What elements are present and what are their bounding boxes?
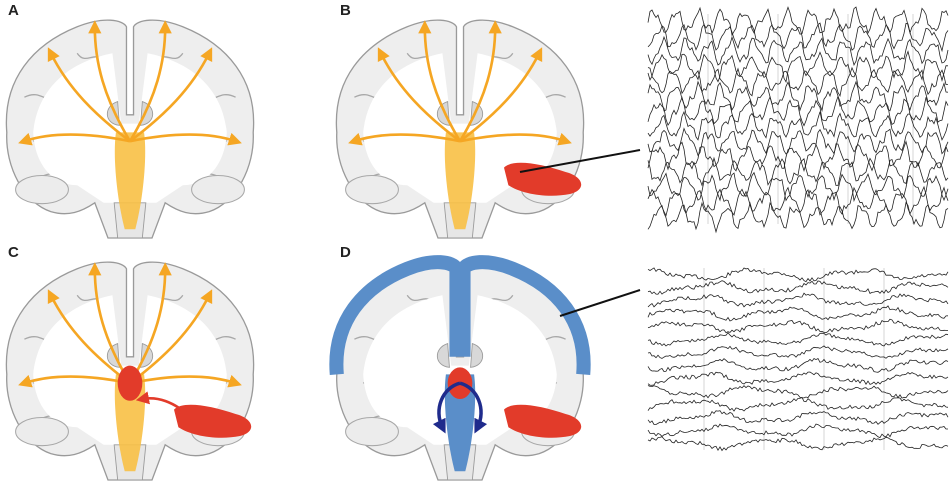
eeg-trace (647, 140, 949, 172)
seizure-focus-d (504, 404, 582, 438)
eeg-trace (647, 127, 949, 157)
eeg-trace (647, 280, 949, 295)
eeg-trace (647, 436, 949, 452)
eeg-trace (647, 185, 949, 217)
brain-panel-c (5, 261, 255, 481)
blue-inhibition-arrow-icon (459, 381, 488, 434)
eeg-trace (647, 22, 949, 53)
thalamic-red-core (117, 365, 143, 401)
eeg-trace (647, 357, 949, 373)
eeg-trace (647, 66, 949, 98)
panel-label-c: C (8, 244, 19, 261)
eeg-trace (647, 201, 949, 234)
panel-label-a: A (8, 2, 19, 19)
eeg-trace (647, 410, 949, 425)
eeg-trace (647, 156, 949, 187)
eeg-trace (647, 292, 949, 308)
eeg-trace (647, 35, 949, 66)
panel-label-b: B (340, 2, 351, 19)
eeg-trace (647, 110, 949, 141)
connector-line-d (559, 289, 641, 317)
eeg-trace (647, 50, 949, 83)
eeg-trace (647, 305, 949, 322)
connector-line-b (519, 149, 641, 173)
red-spread-arrow-icon (135, 391, 193, 420)
eeg-trace (647, 396, 949, 412)
seizure-focus-c (174, 404, 252, 438)
eeg-trace (647, 332, 949, 347)
eeg-panel-seizure (647, 6, 949, 234)
thalamic-red-core (447, 367, 473, 400)
eeg-trace (647, 318, 949, 334)
eeg-trace (647, 171, 949, 203)
eeg-trace (647, 371, 949, 386)
eeg-trace (647, 423, 948, 439)
eeg-panel-slow (647, 267, 949, 452)
cortical-inhibition-band (329, 255, 591, 375)
brain-panel-b (335, 19, 585, 239)
eeg-trace (647, 95, 949, 127)
eeg-trace (647, 345, 949, 359)
blue-inhibition-arrow-icon (432, 381, 461, 434)
eeg-trace (647, 80, 949, 113)
eeg-trace (647, 6, 949, 37)
panel-label-d: D (340, 244, 351, 261)
eeg-trace (647, 385, 949, 399)
brain-panel-a (5, 19, 255, 239)
brain-panel-d (329, 255, 591, 481)
eeg-trace (647, 267, 949, 283)
